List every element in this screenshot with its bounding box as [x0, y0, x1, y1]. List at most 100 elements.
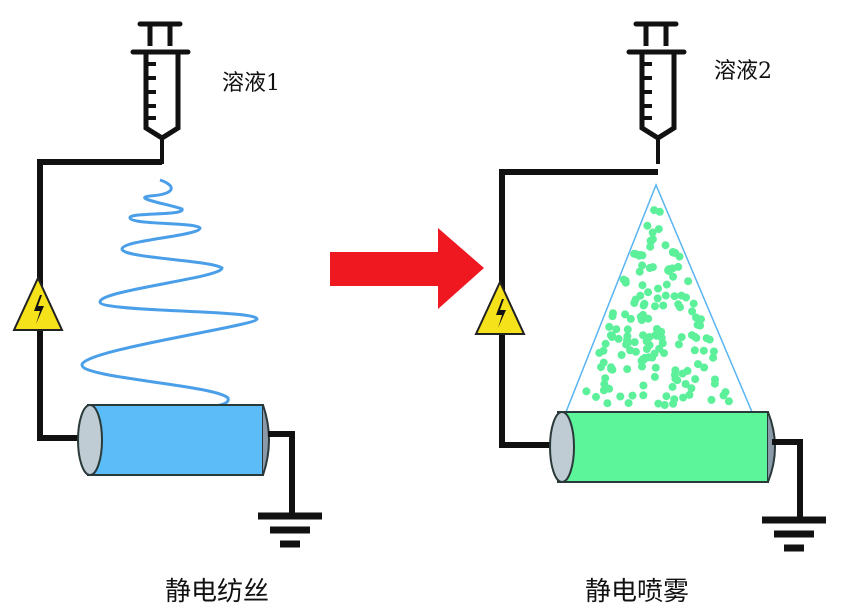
process-arrow	[330, 228, 484, 309]
droplet	[601, 374, 610, 383]
electrospray-panel	[629, 24, 684, 164]
droplet	[662, 392, 671, 401]
droplet	[623, 325, 632, 334]
droplet	[669, 272, 678, 281]
droplet	[608, 312, 617, 321]
droplet	[639, 331, 647, 340]
droplet	[719, 391, 728, 400]
electrospinning-panel: 溶液1 静电纺丝	[13, 24, 322, 607]
droplet	[709, 347, 718, 356]
droplet	[691, 375, 700, 384]
droplet	[707, 395, 716, 404]
droplet	[677, 333, 686, 342]
droplet	[678, 369, 687, 378]
droplet	[674, 300, 683, 309]
droplet	[599, 346, 608, 355]
droplet	[644, 288, 653, 297]
droplet	[699, 346, 708, 355]
droplet	[592, 392, 600, 401]
droplet	[644, 314, 653, 323]
droplet	[612, 325, 621, 334]
droplet	[645, 341, 654, 350]
droplet	[639, 381, 648, 390]
droplet	[631, 295, 640, 304]
droplet	[689, 299, 698, 308]
droplet	[599, 358, 608, 367]
droplet	[679, 393, 688, 402]
collector-drum	[77, 404, 270, 476]
droplet	[660, 401, 669, 409]
droplet	[670, 292, 679, 301]
droplet	[651, 363, 660, 372]
droplet	[605, 384, 614, 393]
droplet	[654, 399, 663, 408]
fiber-jet	[80, 178, 259, 408]
droplet	[646, 236, 655, 245]
droplet	[624, 399, 633, 408]
ground-wire	[268, 431, 295, 516]
droplet	[626, 314, 635, 323]
electrospray-caption: 静电喷雾	[585, 577, 689, 607]
droplet	[654, 225, 663, 234]
droplet	[648, 353, 657, 362]
droplet	[711, 375, 719, 384]
droplet	[659, 301, 668, 310]
droplet	[661, 291, 670, 300]
droplet	[664, 266, 673, 275]
solution-1-label: 溶液1	[222, 71, 280, 96]
droplet	[614, 334, 623, 343]
spray-droplets	[582, 206, 733, 409]
droplet	[661, 241, 670, 250]
droplet	[617, 351, 626, 359]
droplet	[685, 390, 694, 399]
droplet	[651, 331, 660, 339]
droplet	[655, 207, 664, 216]
droplet	[651, 302, 659, 311]
syringe-icon	[133, 24, 188, 164]
droplet	[654, 284, 662, 293]
droplet	[705, 335, 714, 344]
droplet	[691, 332, 700, 341]
droplet	[674, 262, 683, 271]
droplet	[638, 362, 646, 371]
droplet	[608, 365, 617, 374]
circuit-wire	[499, 169, 658, 448]
droplet	[657, 333, 666, 342]
droplet	[669, 399, 678, 408]
droplet	[605, 322, 614, 331]
droplet	[724, 397, 733, 406]
droplet	[688, 307, 697, 316]
droplet	[653, 325, 661, 333]
droplet	[635, 267, 644, 276]
droplet	[668, 248, 677, 256]
droplet	[637, 356, 646, 365]
high-voltage-warning-icon	[13, 277, 63, 331]
droplet	[624, 338, 633, 347]
droplet	[636, 312, 645, 321]
ground-icon	[258, 516, 322, 544]
droplet	[690, 346, 699, 355]
high-voltage-warning-icon	[475, 281, 525, 335]
droplet	[670, 370, 679, 379]
droplet	[684, 277, 693, 286]
droplet	[603, 399, 612, 408]
droplet	[653, 294, 662, 303]
droplet	[626, 346, 635, 355]
droplet	[677, 291, 686, 300]
droplet	[697, 315, 705, 324]
droplet	[700, 363, 709, 372]
droplet	[582, 387, 591, 396]
droplet	[601, 339, 610, 348]
droplet	[675, 252, 684, 261]
droplet	[638, 281, 647, 290]
droplet	[709, 353, 718, 362]
droplet	[619, 275, 628, 284]
droplet	[674, 340, 683, 349]
droplet	[616, 392, 625, 401]
droplet	[643, 221, 652, 230]
droplet	[639, 301, 648, 310]
droplet	[638, 261, 647, 270]
electrospinning-caption: 静电纺丝	[165, 577, 269, 607]
droplet	[635, 251, 644, 260]
droplet	[648, 228, 657, 237]
